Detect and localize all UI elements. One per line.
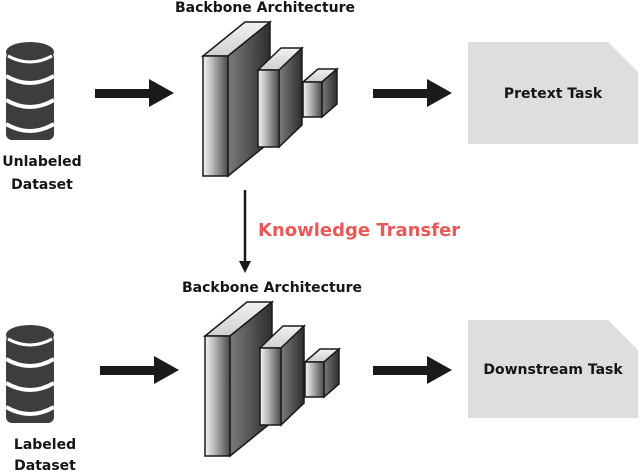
bottom-arrow-backbone-to-task — [373, 356, 452, 384]
bottom-dataset-label-line1: Labeled — [13, 437, 77, 453]
bottom-arrow-dataset-to-backbone — [100, 356, 179, 384]
top-dataset-icon — [4, 42, 56, 140]
bottom-dataset-label-line2: Dataset — [14, 458, 76, 474]
knowledge-transfer-label: Knowledge Transfer — [258, 220, 461, 241]
knowledge-transfer-arrow — [239, 190, 251, 273]
bottom-dataset-icon — [4, 325, 56, 423]
pretext-task-label: Pretext Task — [503, 86, 603, 102]
downstream-task-label: Downstream Task — [483, 362, 623, 378]
top-arrow-dataset-to-backbone — [95, 79, 174, 107]
downstream-task-icon — [468, 320, 638, 418]
top-backbone-icon — [200, 20, 340, 178]
top-dataset-label-line2: Dataset — [11, 177, 73, 193]
pretext-task-icon — [468, 42, 638, 144]
top-arrow-backbone-to-task — [373, 79, 452, 107]
bottom-backbone-icon — [202, 300, 342, 458]
top-backbone-title: Backbone Architecture — [174, 0, 356, 16]
top-dataset-label-line1: Unlabeled — [2, 154, 82, 170]
bottom-backbone-title: Backbone Architecture — [181, 280, 363, 296]
